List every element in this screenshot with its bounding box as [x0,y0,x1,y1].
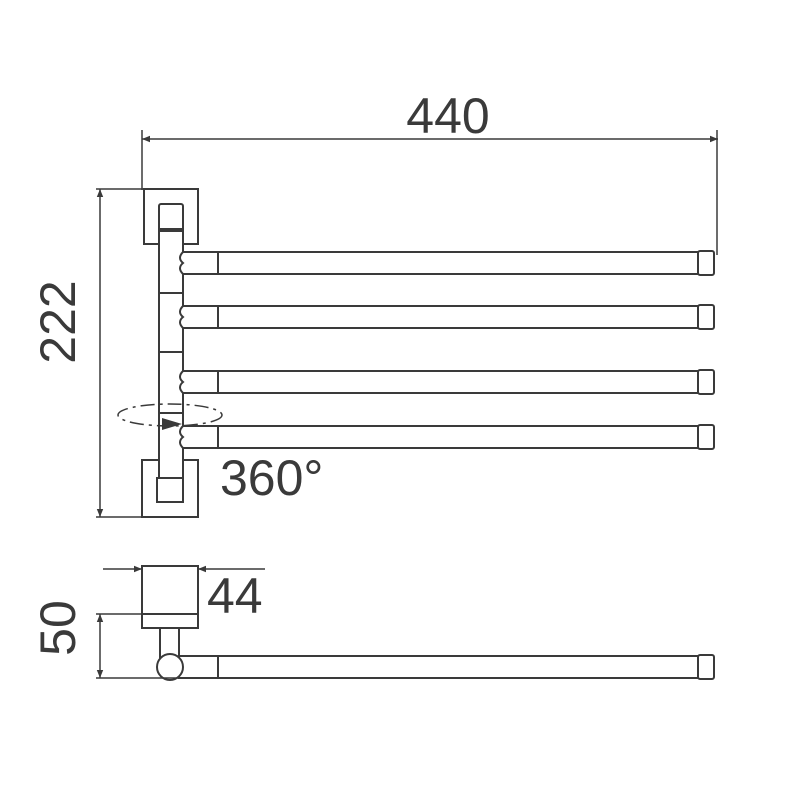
rotation-label: 360° [220,450,323,506]
towel-arm-4 [179,424,715,450]
side-arm-end-cap [697,654,715,680]
arm-bar [217,370,703,394]
dimension-50-label: 50 [30,600,86,656]
arm-collar [179,425,219,449]
bottom-wall-bracket [141,459,199,518]
front-view: 360° [117,188,715,518]
towel-arm-1 [179,250,715,276]
arm-end-cap [697,304,715,330]
side-view: 44 50 [30,565,715,681]
side-arm-collar [178,655,219,679]
dimension-440: 440 [141,88,718,255]
arm-end-cap [697,369,715,395]
arm-bar [217,251,703,275]
arm-bar [217,425,703,449]
arm-collar [179,305,219,329]
side-arm-bar [217,655,703,679]
dimension-44-label: 44 [207,568,263,624]
towel-arm-3 [179,369,715,395]
towel-arm-2 [179,304,715,330]
dimension-222-label: 222 [30,280,86,363]
side-wall-base [141,565,199,629]
arm-end-cap [697,424,715,450]
arm-bar [217,305,703,329]
side-pivot-circle [156,653,184,681]
arm-collar [179,370,219,394]
arm-end-cap [697,250,715,276]
bottom-cap [156,477,184,503]
dimension-222: 222 [30,188,144,518]
top-wall-bracket [143,188,199,245]
dimension-440-label: 440 [406,88,489,144]
rotation-arrow-icon [162,418,182,430]
arm-collar [179,251,219,275]
